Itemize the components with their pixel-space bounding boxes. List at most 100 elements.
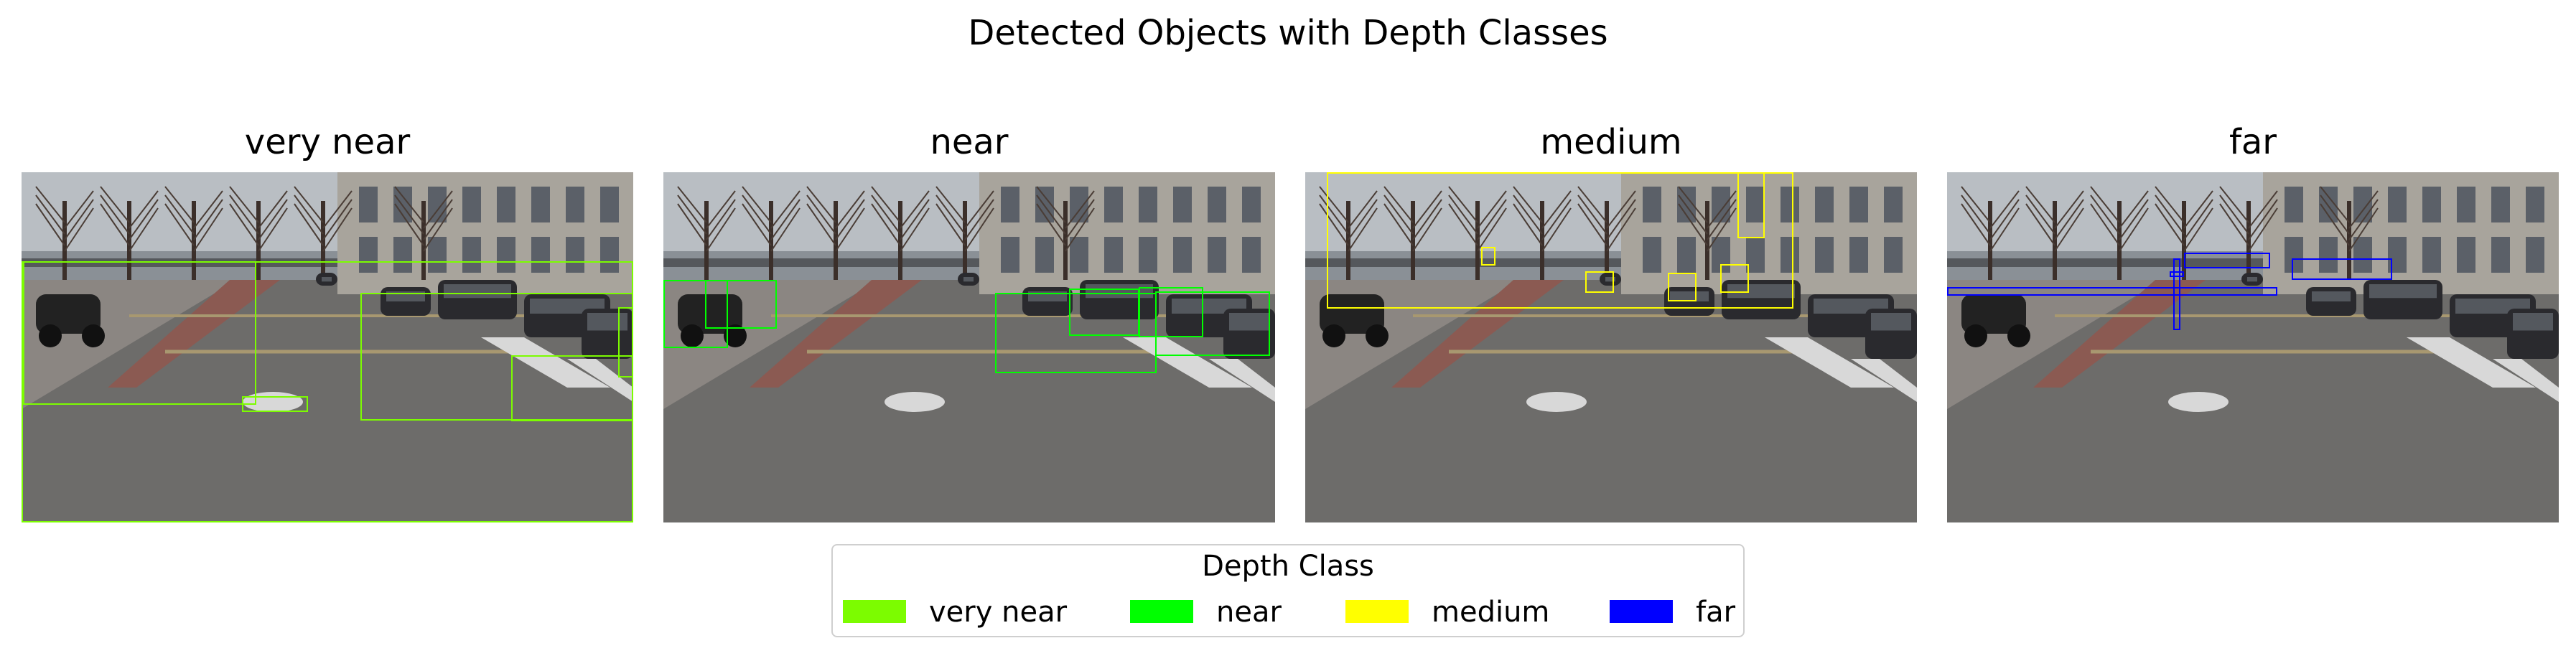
building-window — [1884, 237, 1903, 273]
building-window — [2457, 237, 2475, 273]
building-window — [2526, 237, 2544, 273]
tree-branch — [742, 194, 772, 235]
tree-branch — [2348, 207, 2379, 252]
tree-branch — [2119, 190, 2149, 229]
tree-branch — [1477, 207, 1507, 252]
tree-branch — [742, 186, 772, 223]
tree-branch — [1319, 194, 1349, 235]
tree-branch — [1513, 194, 1543, 235]
tree-branch — [2054, 207, 2084, 252]
building-window — [531, 237, 550, 273]
tree-branch — [835, 199, 865, 240]
building-window — [2388, 187, 2407, 222]
tree-branch — [742, 203, 772, 246]
tree-branch — [2219, 186, 2249, 223]
building-window — [2491, 237, 2510, 273]
tree-branch — [706, 207, 736, 252]
tree-branch — [322, 199, 353, 240]
tree-branch — [1065, 207, 1095, 252]
tree-branch — [423, 190, 453, 229]
tree-branch — [2183, 207, 2213, 252]
building-window — [428, 187, 447, 222]
tree-branch — [677, 194, 707, 235]
tree-branch — [1707, 199, 1737, 240]
building — [337, 172, 633, 294]
bike-lane — [108, 280, 280, 388]
detection-box — [511, 355, 633, 421]
building-window — [2285, 237, 2303, 273]
detection-box — [1668, 273, 1697, 301]
building-window — [1035, 237, 1054, 273]
tree-branch — [2155, 203, 2185, 246]
tree-branch — [806, 203, 836, 246]
figure-title: Detected Objects with Depth Classes — [968, 13, 1608, 53]
tree-branch — [900, 190, 930, 229]
tree-branch — [1541, 207, 1572, 252]
tree-branch — [1577, 203, 1607, 246]
building-window — [1001, 187, 1019, 222]
tree-branch — [294, 194, 324, 235]
building-window — [1070, 237, 1088, 273]
legend-swatch — [1345, 600, 1409, 623]
tree-branch — [1412, 199, 1442, 240]
tree-branch — [1383, 194, 1414, 235]
railing — [1947, 258, 2263, 267]
building — [2263, 172, 2559, 294]
tree-branch — [100, 186, 130, 223]
tree-branch — [871, 194, 901, 235]
tree-branch — [1348, 199, 1378, 240]
tree-branch — [129, 190, 159, 229]
detection-box — [663, 280, 728, 348]
crosswalk-stripe — [1765, 337, 1894, 388]
tree-branch — [2348, 199, 2379, 240]
legend-label: far — [1696, 596, 1736, 629]
tree-branch — [1513, 203, 1543, 246]
crosswalk-stripe — [481, 337, 610, 388]
tree-branch — [2320, 186, 2350, 223]
legend-swatch — [1610, 600, 1673, 623]
building-window — [531, 187, 550, 222]
tree-branch — [1448, 186, 1478, 223]
crosswalk-stripe — [2493, 359, 2559, 402]
street-photo — [1305, 172, 1917, 522]
building-window — [1242, 237, 1261, 273]
tree-branch — [1065, 199, 1095, 240]
tree-branch — [2090, 203, 2120, 246]
legend: Depth Class very near near medium far — [831, 544, 1745, 637]
detection-box — [1720, 264, 1749, 293]
building-window — [1139, 237, 1157, 273]
tree-branch — [129, 199, 159, 240]
building-window — [393, 237, 412, 273]
tree-branch — [294, 203, 324, 246]
tree-branch — [193, 199, 223, 240]
building-window — [1849, 237, 1868, 273]
tree-branch — [706, 190, 736, 229]
detection-box — [1947, 287, 2277, 296]
street-photo — [1947, 172, 2559, 522]
tree-branch — [935, 194, 966, 235]
detection-box — [1481, 247, 1495, 266]
car-window — [2312, 291, 2351, 301]
road-number-marking — [2168, 392, 2229, 412]
tree-branch — [1989, 207, 2020, 252]
detection-box — [2173, 258, 2180, 330]
tree-branch — [2219, 203, 2249, 246]
tree-branch — [806, 194, 836, 235]
crosswalk-stripe — [567, 359, 633, 402]
tree-branch — [706, 199, 736, 240]
tree-branch — [1036, 186, 1066, 223]
scooter-wheel — [724, 324, 747, 347]
tree-branch — [964, 207, 994, 252]
tree-branch — [1961, 186, 1991, 223]
tree-branch — [1412, 190, 1442, 229]
panel-title: very near — [244, 122, 411, 162]
tree-branch — [900, 199, 930, 240]
legend-label: medium — [1432, 596, 1550, 629]
crosswalk-stripe — [2407, 337, 2536, 388]
panel-title: medium — [1540, 122, 1682, 162]
tree-branch — [835, 190, 865, 229]
detection-box — [2292, 258, 2392, 280]
street-photo — [663, 172, 1275, 522]
railing — [663, 258, 979, 267]
bike-lane — [750, 280, 922, 388]
